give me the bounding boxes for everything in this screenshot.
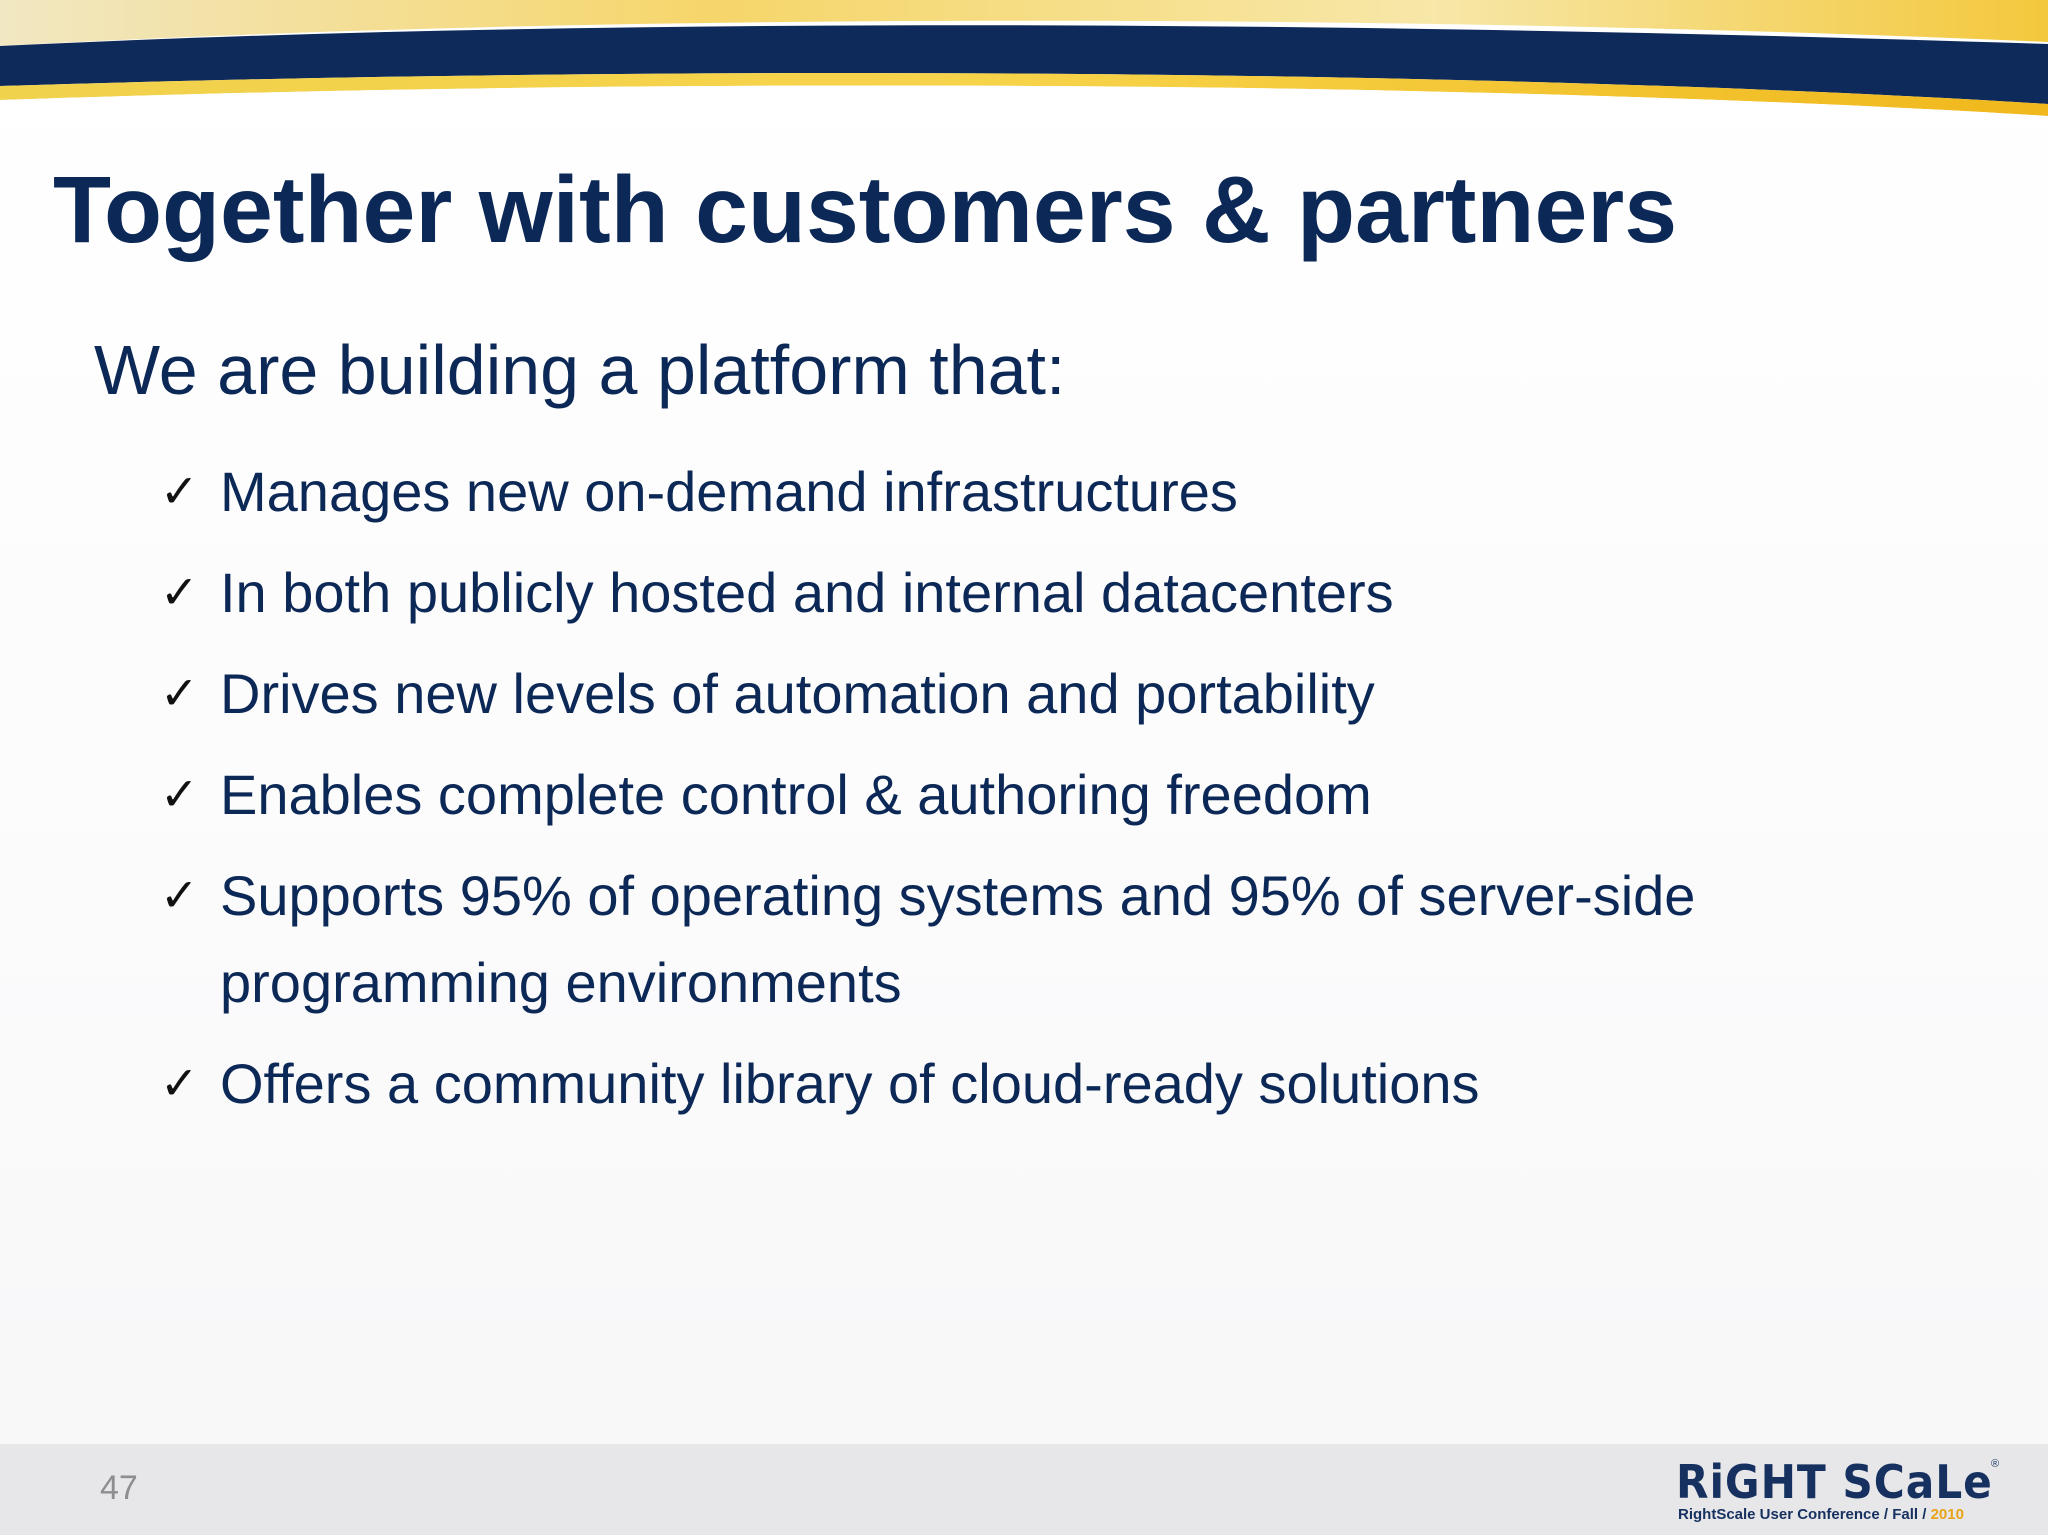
checkmark-icon: ✓ [160, 1056, 199, 1110]
logo-wordmark: RiGHT SCaLe [1676, 1455, 1993, 1509]
bullet-text: Drives new levels of automation and port… [220, 662, 1375, 725]
bullet-item: ✓ Enables complete control & authoring f… [155, 751, 1995, 838]
registered-mark: ® [1991, 1458, 2000, 1470]
bullet-text: Enables complete control & authoring fre… [220, 763, 1372, 826]
checkmark-icon: ✓ [160, 868, 199, 922]
checkmark-icon: ✓ [160, 565, 199, 619]
checkmark-icon: ✓ [160, 464, 199, 518]
logo-caption-year: 2010 [1930, 1506, 1964, 1523]
bullet-text: In both publicly hosted and internal dat… [220, 561, 1394, 624]
bullet-item: ✓ Manages new on-demand infrastructures [155, 448, 1995, 535]
bullet-list: ✓ Manages new on-demand infrastructures … [155, 448, 1995, 1141]
bullet-text: Supports 95% of operating systems and 95… [220, 864, 1696, 1014]
footer-band [0, 1444, 2048, 1535]
intro-text: We are building a platform that: [94, 331, 1066, 409]
bullet-text: Offers a community library of cloud-read… [220, 1052, 1480, 1115]
bullet-text: Manages new on-demand infrastructures [220, 460, 1238, 523]
header-swoosh [0, 0, 2048, 130]
page-number: 47 [100, 1469, 138, 1507]
logo-caption-text: RightScale User Conference / Fall / [1678, 1506, 1931, 1523]
bullet-item: ✓ In both publicly hosted and internal d… [155, 549, 1995, 636]
checkmark-icon: ✓ [160, 666, 199, 720]
bullet-item: ✓ Offers a community library of cloud-re… [155, 1040, 1995, 1127]
logo-caption: RightScale User Conference / Fall / 2010 [1678, 1506, 1964, 1524]
slide-title: Together with customers & partners [53, 157, 1678, 263]
bullet-item: ✓ Supports 95% of operating systems and … [155, 852, 1995, 1026]
rightscale-logo: RiGHT SCaLe ® RightScale User Conference… [1676, 1455, 2000, 1526]
checkmark-icon: ✓ [160, 767, 199, 821]
bullet-item: ✓ Drives new levels of automation and po… [155, 650, 1995, 737]
